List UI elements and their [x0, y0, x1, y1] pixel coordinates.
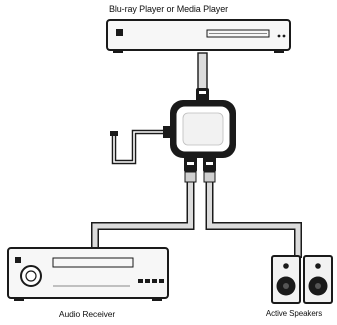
cable-player-to-hub: [196, 52, 209, 102]
active-speakers-device: [271, 255, 333, 304]
media-player-label: Blu-ray Player or Media Player: [108, 4, 229, 14]
power-cable: [110, 126, 173, 165]
media-player-device: [106, 19, 291, 53]
hub-output-connectors: [184, 156, 216, 172]
speaker-left-icon: [271, 255, 301, 304]
active-speakers-label: Active Speakers: [265, 309, 323, 318]
audio-receiver-device: [7, 247, 169, 301]
cable-hub-to-receiver: [91, 171, 197, 250]
speaker-right-icon: [303, 255, 333, 304]
audio-receiver-label: Audio Receiver: [58, 309, 116, 319]
power-button-icon: [116, 29, 123, 36]
hdmi-switch-hub: [170, 100, 236, 158]
cable-hub-to-speakers: [203, 171, 302, 258]
